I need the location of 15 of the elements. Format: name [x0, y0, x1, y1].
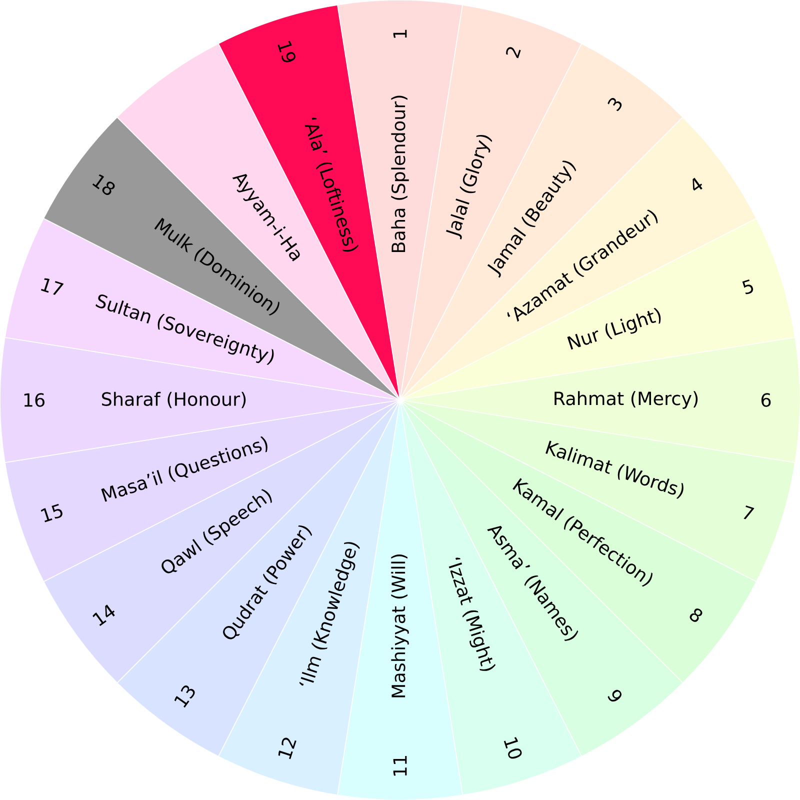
- month-number: 10: [504, 737, 522, 759]
- month-number: 17: [40, 278, 64, 295]
- month-number: 4: [692, 178, 702, 191]
- month-number: 9: [608, 690, 622, 702]
- month-number: 18: [92, 174, 115, 196]
- month-number: 7: [744, 505, 754, 520]
- month-number: 5: [742, 279, 754, 294]
- month-number: 15: [40, 504, 62, 522]
- month-number: 14: [92, 604, 115, 626]
- month-number: 13: [174, 685, 195, 708]
- month-number: 2: [506, 47, 521, 58]
- month-number: 8: [690, 608, 702, 622]
- month-number: 19: [278, 40, 296, 62]
- month-number: 3: [608, 98, 622, 112]
- month-number: 12: [278, 738, 296, 760]
